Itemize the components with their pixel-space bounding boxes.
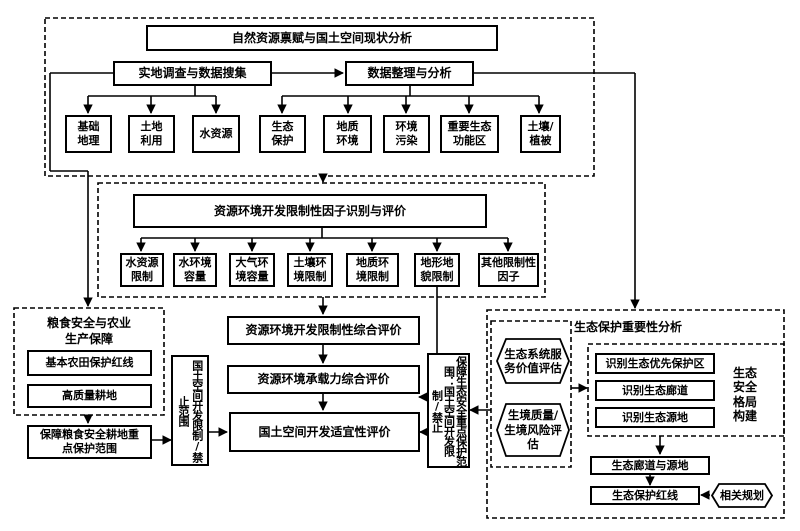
- process-item-geology: 地质 环境: [323, 115, 372, 153]
- dashed-group-hexes: [490, 320, 572, 468]
- process-item-eco-protection: 生态 保护: [259, 115, 306, 153]
- suitability-eval-box: 国土空间开发适宜性评价: [229, 412, 420, 452]
- factor-soil: 土壤环 境限制: [287, 253, 333, 287]
- hex-habitat-quality-risk: 生境质量/ 生境风险评 估: [496, 403, 570, 457]
- high-quality-farmland-box: 高质量耕地: [27, 384, 152, 408]
- process-item-pollution: 环境 污染: [383, 115, 430, 153]
- identify-corridor-box: 识别生态廊道: [595, 380, 715, 401]
- eco-protection-redline-box: 生态保护红线: [590, 486, 700, 505]
- factor-other: 其他限制性 因子: [478, 253, 539, 287]
- identify-source-box: 识别生态源地: [595, 407, 715, 428]
- eco-security-protection-range-box: 保障生态安全重点保护范围：国土空间开发限制/禁止: [427, 353, 470, 468]
- survey-item-basic-geography: 基础 地理: [65, 115, 112, 153]
- data-processing-analysis-box: 数据整理与分析: [345, 61, 474, 86]
- dashed-group-middle: [97, 182, 546, 298]
- process-item-soil-vegetation: 土壤/ 植被: [520, 115, 561, 153]
- eco-importance-title: 生态保护重要性分析: [574, 320, 683, 334]
- farmland-key-protection-box: 保障粮食安全耕地重 点保护范围: [27, 425, 152, 459]
- survey-item-water-resource: 水资源: [192, 115, 240, 153]
- hex-eco-service-value: 生态系统服 务价值评估: [496, 338, 570, 384]
- hex-related-planning: 相关规划: [711, 483, 773, 508]
- development-forbid-range-box: 国土空间开发限制/禁止范围: [171, 355, 209, 466]
- dashed-group-top: [44, 17, 595, 177]
- carrying-capacity-eval-box: 资源环境承载力综合评价: [227, 365, 420, 394]
- factor-terrain: 地形地 貌限制: [414, 253, 460, 287]
- dashed-group-identify: [587, 343, 785, 437]
- eco-corridor-source-box: 生态廊道与源地: [590, 456, 710, 475]
- food-security-title: 粮食安全与农业 生产保障: [46, 316, 131, 346]
- limiting-factor-evaluation-box: 资源环境开发限制性因子识别与评价: [133, 194, 487, 228]
- survey-item-land-use: 土地 利用: [128, 115, 175, 153]
- eco-security-pattern-label: 生态 安全 格局 构建: [733, 366, 758, 424]
- survey-data-collection-box: 实地调查与数据搜集: [113, 61, 272, 86]
- factor-atmosphere: 大气环 境容量: [229, 253, 275, 287]
- basic-farmland-redline-box: 基本农田保护红线: [27, 350, 152, 376]
- factor-water-environment: 水环境 容量: [173, 253, 217, 287]
- resource-status-analysis-box: 自然资源禀赋与国土空间现状分析: [146, 25, 498, 51]
- process-item-eco-function-zone: 重要生态 功能区: [440, 115, 499, 153]
- identify-priority-area-box: 识别生态优先保护区: [595, 353, 715, 374]
- limiting-comprehensive-eval-box: 资源环境开发限制性综合评价: [227, 316, 420, 345]
- factor-water-resource: 水资源 限制: [120, 253, 164, 287]
- factor-geology: 地质环 境限制: [346, 253, 399, 287]
